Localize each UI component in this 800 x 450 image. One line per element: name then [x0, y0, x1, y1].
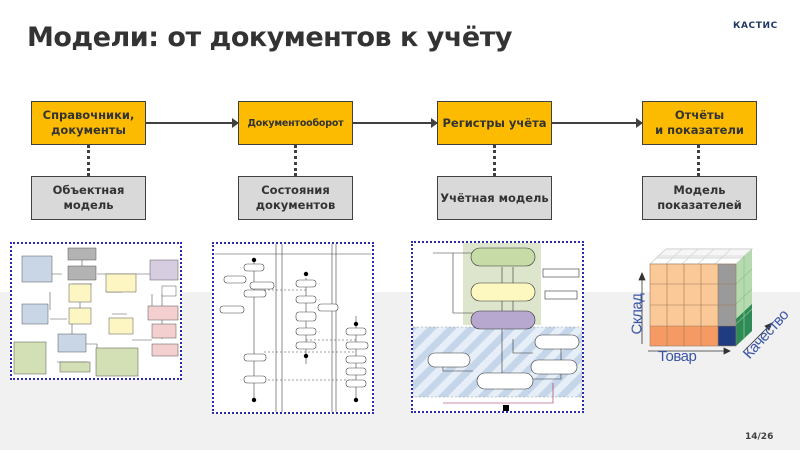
dotted-connector [697, 145, 700, 176]
stage-accounting-registers: Регистры учёта [437, 101, 552, 145]
model-object: Объектная модель [31, 176, 146, 220]
activity-diagram-image [215, 244, 371, 412]
state-diagram-image [413, 243, 582, 411]
model-accounting: Учётная модель [437, 176, 552, 220]
slide-title: Модели: от документов к учёту [27, 22, 512, 53]
stage-document-flow: Документооборот [238, 101, 353, 145]
page-number: 14/26 [745, 432, 774, 442]
activity-diagram-thumbnail [212, 242, 374, 414]
arrow-connector [353, 118, 438, 128]
arrow-connector [552, 118, 643, 128]
class-diagram-thumbnail [10, 242, 182, 380]
state-diagram-thumbnail [411, 241, 584, 413]
axis-label-product: Товар [658, 348, 697, 365]
dotted-connector [493, 145, 496, 176]
model-document-states: Состояния документов [238, 176, 353, 220]
arrow-connector [146, 118, 239, 128]
stage-reports-indicators: Отчёты и показатели [642, 101, 757, 145]
class-diagram-image [13, 247, 179, 377]
dotted-connector [87, 145, 90, 176]
axis-label-warehouse: Склад [628, 293, 646, 335]
dotted-connector [294, 145, 297, 176]
stage-directories-documents: Справочники, документы [31, 101, 146, 145]
cube-front-face [649, 263, 737, 347]
company-logo: КАСТИС [733, 21, 778, 31]
model-indicators: Модель показателей [642, 176, 757, 220]
olap-cube-image [638, 248, 773, 355]
olap-cube: Склад Товар Качество [618, 244, 800, 372]
